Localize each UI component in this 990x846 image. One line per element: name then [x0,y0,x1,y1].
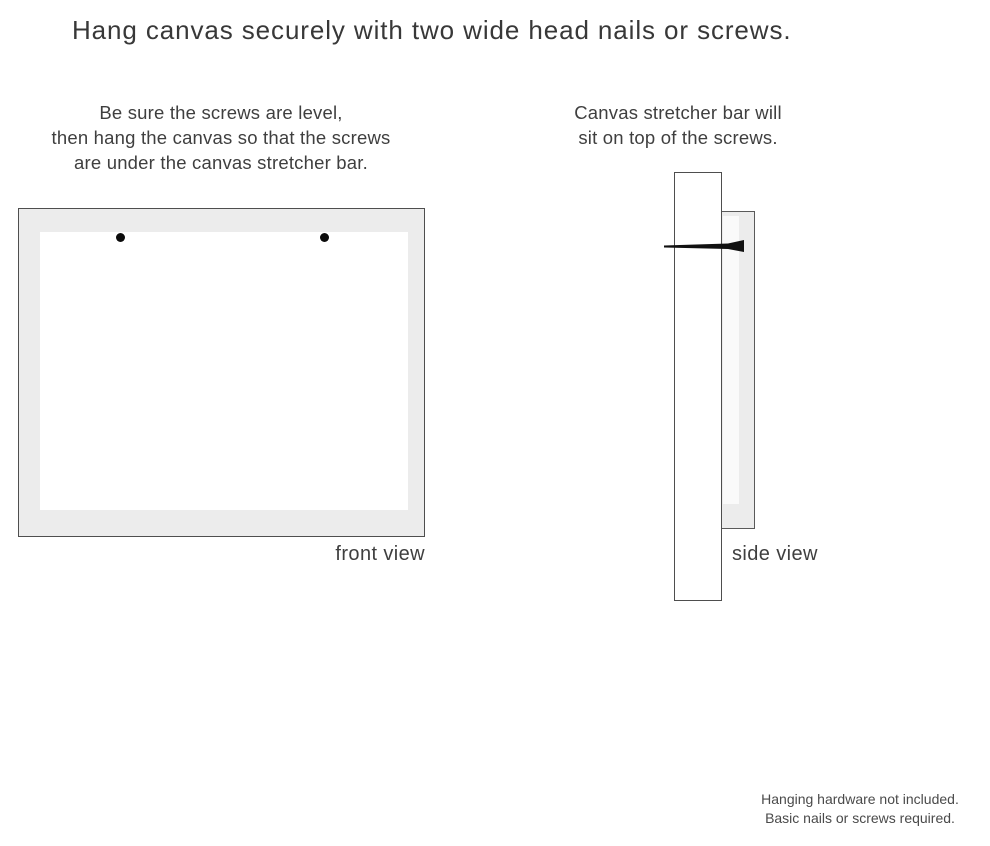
screw-dot-icon [116,233,125,242]
page-title: Hang canvas securely with two wide head … [72,15,792,45]
side-instruction-line: sit on top of the screws. [578,127,778,148]
screw-dot-icon [320,233,329,242]
front-view-canvas-face [40,232,408,510]
front-instruction-text: Be sure the screws are level, then hang … [20,100,422,175]
stretcher-bar-side-rect [674,172,722,601]
side-instruction-text: Canvas stretcher bar will sit on top of … [545,100,811,150]
hardware-note-line: Basic nails or screws required. [765,810,955,826]
nail-icon [664,240,744,252]
front-view-label: front view [335,543,425,565]
front-instruction-line: are under the canvas stretcher bar. [74,152,368,173]
side-view-label: side view [732,543,818,565]
front-instruction-line: then hang the canvas so that the screws [51,127,391,148]
front-instruction-line: Be sure the screws are level, [99,102,343,123]
canvas-side-rect [720,211,755,529]
side-instruction-line: Canvas stretcher bar will [574,102,782,123]
hardware-note-line: Hanging hardware not included. [761,791,959,807]
hardware-note: Hanging hardware not included. Basic nai… [740,790,980,828]
canvas-side-inner-face [723,216,739,504]
front-view-canvas-frame [18,208,425,537]
